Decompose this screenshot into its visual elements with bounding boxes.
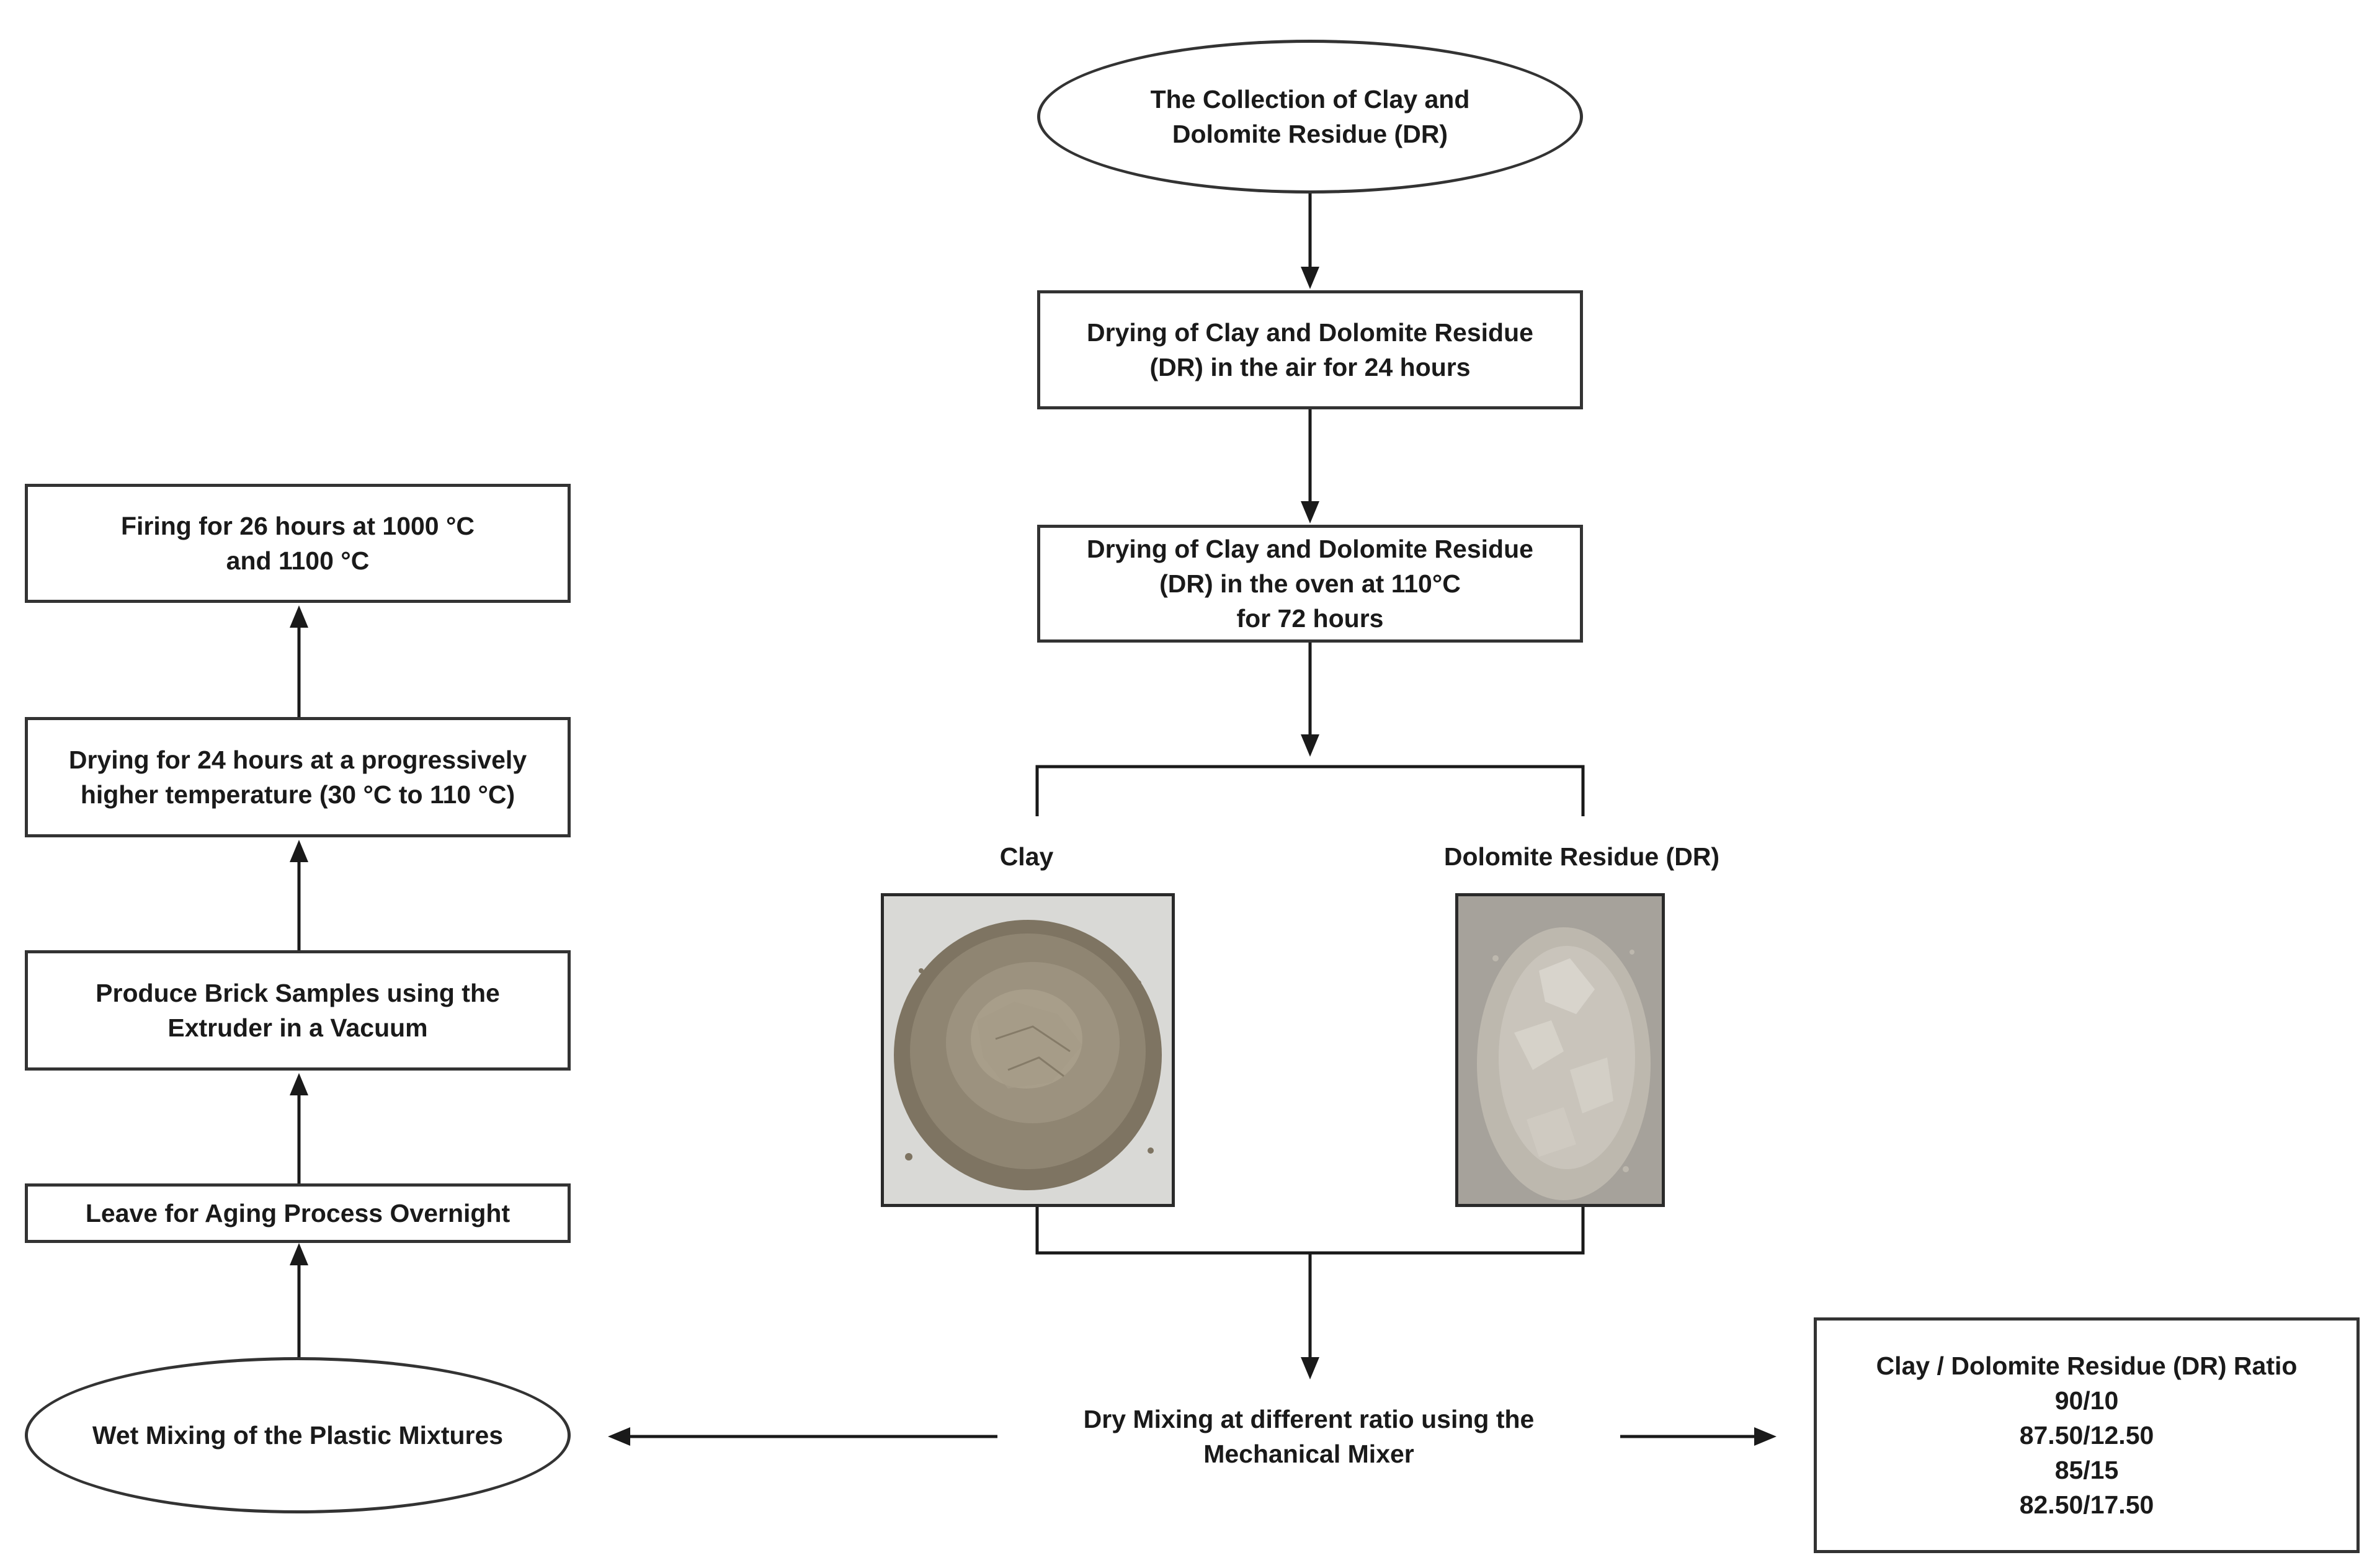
drying-air-label: Drying of Clay and Dolomite Residue (DR)… (1087, 318, 1533, 381)
ratio-box: Clay / Dolomite Residue (DR) Ratio 90/10… (1814, 1317, 2360, 1553)
wet-mixing-ellipse: Wet Mixing of the Plastic Mixtures (25, 1357, 571, 1513)
dr-caption-text: Dolomite Residue (DR) (1443, 842, 1720, 871)
arrowhead-merge-to-dry-mixing (1301, 1357, 1319, 1379)
aging-box: Leave for Aging Process Overnight (25, 1183, 571, 1243)
drying-oven-label: Drying of Clay and Dolomite Residue (DR)… (1087, 535, 1533, 633)
dry-mixing-label-box: Dry Mixing at different ratio using the … (1005, 1398, 1613, 1475)
arrowhead-dry-mixing-to-wet-mixing (608, 1427, 630, 1446)
dry-mixing-label: Dry Mixing at different ratio using the … (1083, 1405, 1535, 1468)
arrowhead-drying-24-to-firing (290, 605, 308, 628)
collection-label: The Collection of Clay and Dolomite Resi… (1150, 85, 1470, 148)
split-bracket (1035, 765, 1585, 816)
wet-mixing-label: Wet Mixing of the Plastic Mixtures (92, 1421, 504, 1450)
clay-photo (881, 893, 1175, 1207)
arrowhead-produce-to-drying-24 (290, 840, 308, 862)
drying-air-box: Drying of Clay and Dolomite Residue (DR)… (1037, 290, 1583, 409)
arrowhead-aging-to-produce (290, 1073, 308, 1095)
produce-label: Produce Brick Samples using the Extruder… (96, 979, 500, 1042)
clay-powder-illustration (884, 896, 1172, 1204)
drying-24-box: Drying for 24 hours at a progressively h… (25, 717, 571, 837)
aging-label: Leave for Aging Process Overnight (85, 1199, 511, 1227)
merge-bracket (1035, 1206, 1585, 1255)
drying-24-label: Drying for 24 hours at a progressively h… (68, 746, 527, 809)
collection-ellipse: The Collection of Clay and Dolomite Resi… (1037, 40, 1583, 194)
ratio-item: 87.50/12.50 (2019, 1421, 2154, 1450)
arrowhead-wet-mixing-to-aging (290, 1243, 308, 1265)
dr-photo (1455, 893, 1665, 1207)
dr-caption: Dolomite Residue (DR) (1365, 835, 1799, 878)
drying-oven-box: Drying of Clay and Dolomite Residue (DR)… (1037, 525, 1583, 643)
ratio-item: 85/15 (2054, 1456, 2119, 1484)
firing-label: Firing for 26 hours at 1000 °C and 1100 … (120, 512, 475, 575)
ratio-item: 82.50/17.50 (2019, 1490, 2154, 1519)
arrowhead-drying-oven-to-split (1301, 734, 1319, 757)
firing-box: Firing for 26 hours at 1000 °C and 1100 … (25, 484, 571, 603)
arrowhead-collection-to-drying-air (1301, 267, 1319, 289)
clay-caption-text: Clay (999, 842, 1054, 871)
clay-caption: Clay (937, 835, 1117, 878)
dr-powder-illustration (1458, 896, 1662, 1204)
ratio-item: 90/10 (2054, 1386, 2119, 1415)
ratio-list: Clay / Dolomite Residue (DR) Ratio 90/10… (1876, 1348, 2298, 1522)
arrowhead-drying-air-to-drying-oven (1301, 501, 1319, 523)
arrowhead-dry-mixing-to-ratio (1754, 1427, 1777, 1446)
ratio-title: Clay / Dolomite Residue (DR) Ratio (1876, 1352, 2298, 1380)
produce-box: Produce Brick Samples using the Extruder… (25, 950, 571, 1071)
